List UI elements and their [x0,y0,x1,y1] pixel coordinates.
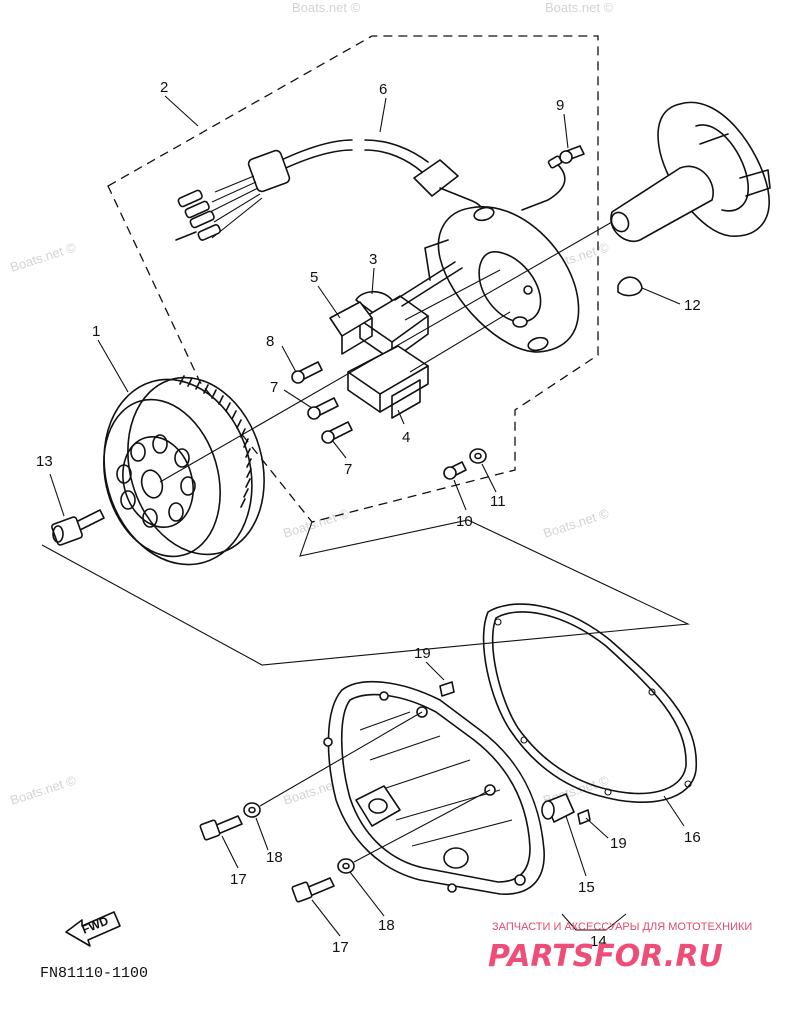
ad-tagline: ЗАПЧАСТИ И АКСЕССУАРЫ ДЛЯ МОТОТЕХНИКИ [492,921,752,933]
flywheel-nut [51,509,105,546]
watermark: Boats.net © [541,505,611,540]
callout-5: 5 [310,269,318,286]
watermark: Boats.net © [8,772,78,807]
leader-lines [49,95,685,937]
ad-logo: PARTSFOR.RU [488,939,723,974]
callout-14: 14 [590,933,607,950]
watermark: Boats.net © [281,505,351,540]
callout-7-upper: 7 [270,379,278,396]
callout-13: 13 [36,453,53,470]
callout-7-lower: 7 [344,461,352,478]
callout-1: 1 [92,323,100,340]
callout-4: 4 [402,429,410,446]
callout-2: 2 [160,79,168,96]
flywheel [103,375,265,566]
callout-12: 12 [684,297,701,314]
callout-3: 3 [369,251,377,268]
figure-code: FN81110-1100 [40,965,148,982]
advert: ЗАПЧАСТИ И АКСЕССУАРЫ ДЛЯ МОТОТЕХНИКИ PA… [488,921,752,974]
callout-10: 10 [456,513,473,530]
flywheel-assembly-boundary [41,519,691,666]
crankshaft [610,101,771,243]
callout-labels: 2 6 9 3 5 1 8 7 7 4 10 11 12 13 19 19 16… [36,79,701,956]
watermark: Boats.net © [8,239,78,274]
callout-18-left: 18 [266,849,283,866]
screws-7-8 [291,361,353,444]
callout-19-upper: 19 [414,645,431,662]
screw-10-washer-11 [443,448,487,480]
callout-8: 8 [266,333,274,350]
callout-17-right: 17 [332,939,349,956]
screw-9 [559,145,585,164]
dowels-collar [439,681,591,825]
callout-9: 9 [556,97,564,114]
woodruff-key [617,276,643,297]
generator-cover [323,680,545,895]
callout-16: 16 [684,829,701,846]
watermark: Boats.net © [545,0,614,15]
callout-17-left: 17 [230,871,247,888]
watermark: Boats.net © [292,0,361,15]
fwd-arrow: FWD [65,911,121,947]
callout-19-lower: 19 [610,835,627,852]
wire-harness [175,139,566,241]
gasket [482,603,697,803]
bolts-washers [199,711,491,903]
assembly-centerline [159,221,613,483]
watermarks: Boats.net © Boats.net © Boats.net © Boat… [8,0,613,808]
callout-18-right: 18 [378,917,395,934]
callout-11: 11 [490,493,506,510]
callout-6: 6 [379,81,387,98]
callout-15: 15 [578,879,595,896]
stator-plate [424,206,580,353]
